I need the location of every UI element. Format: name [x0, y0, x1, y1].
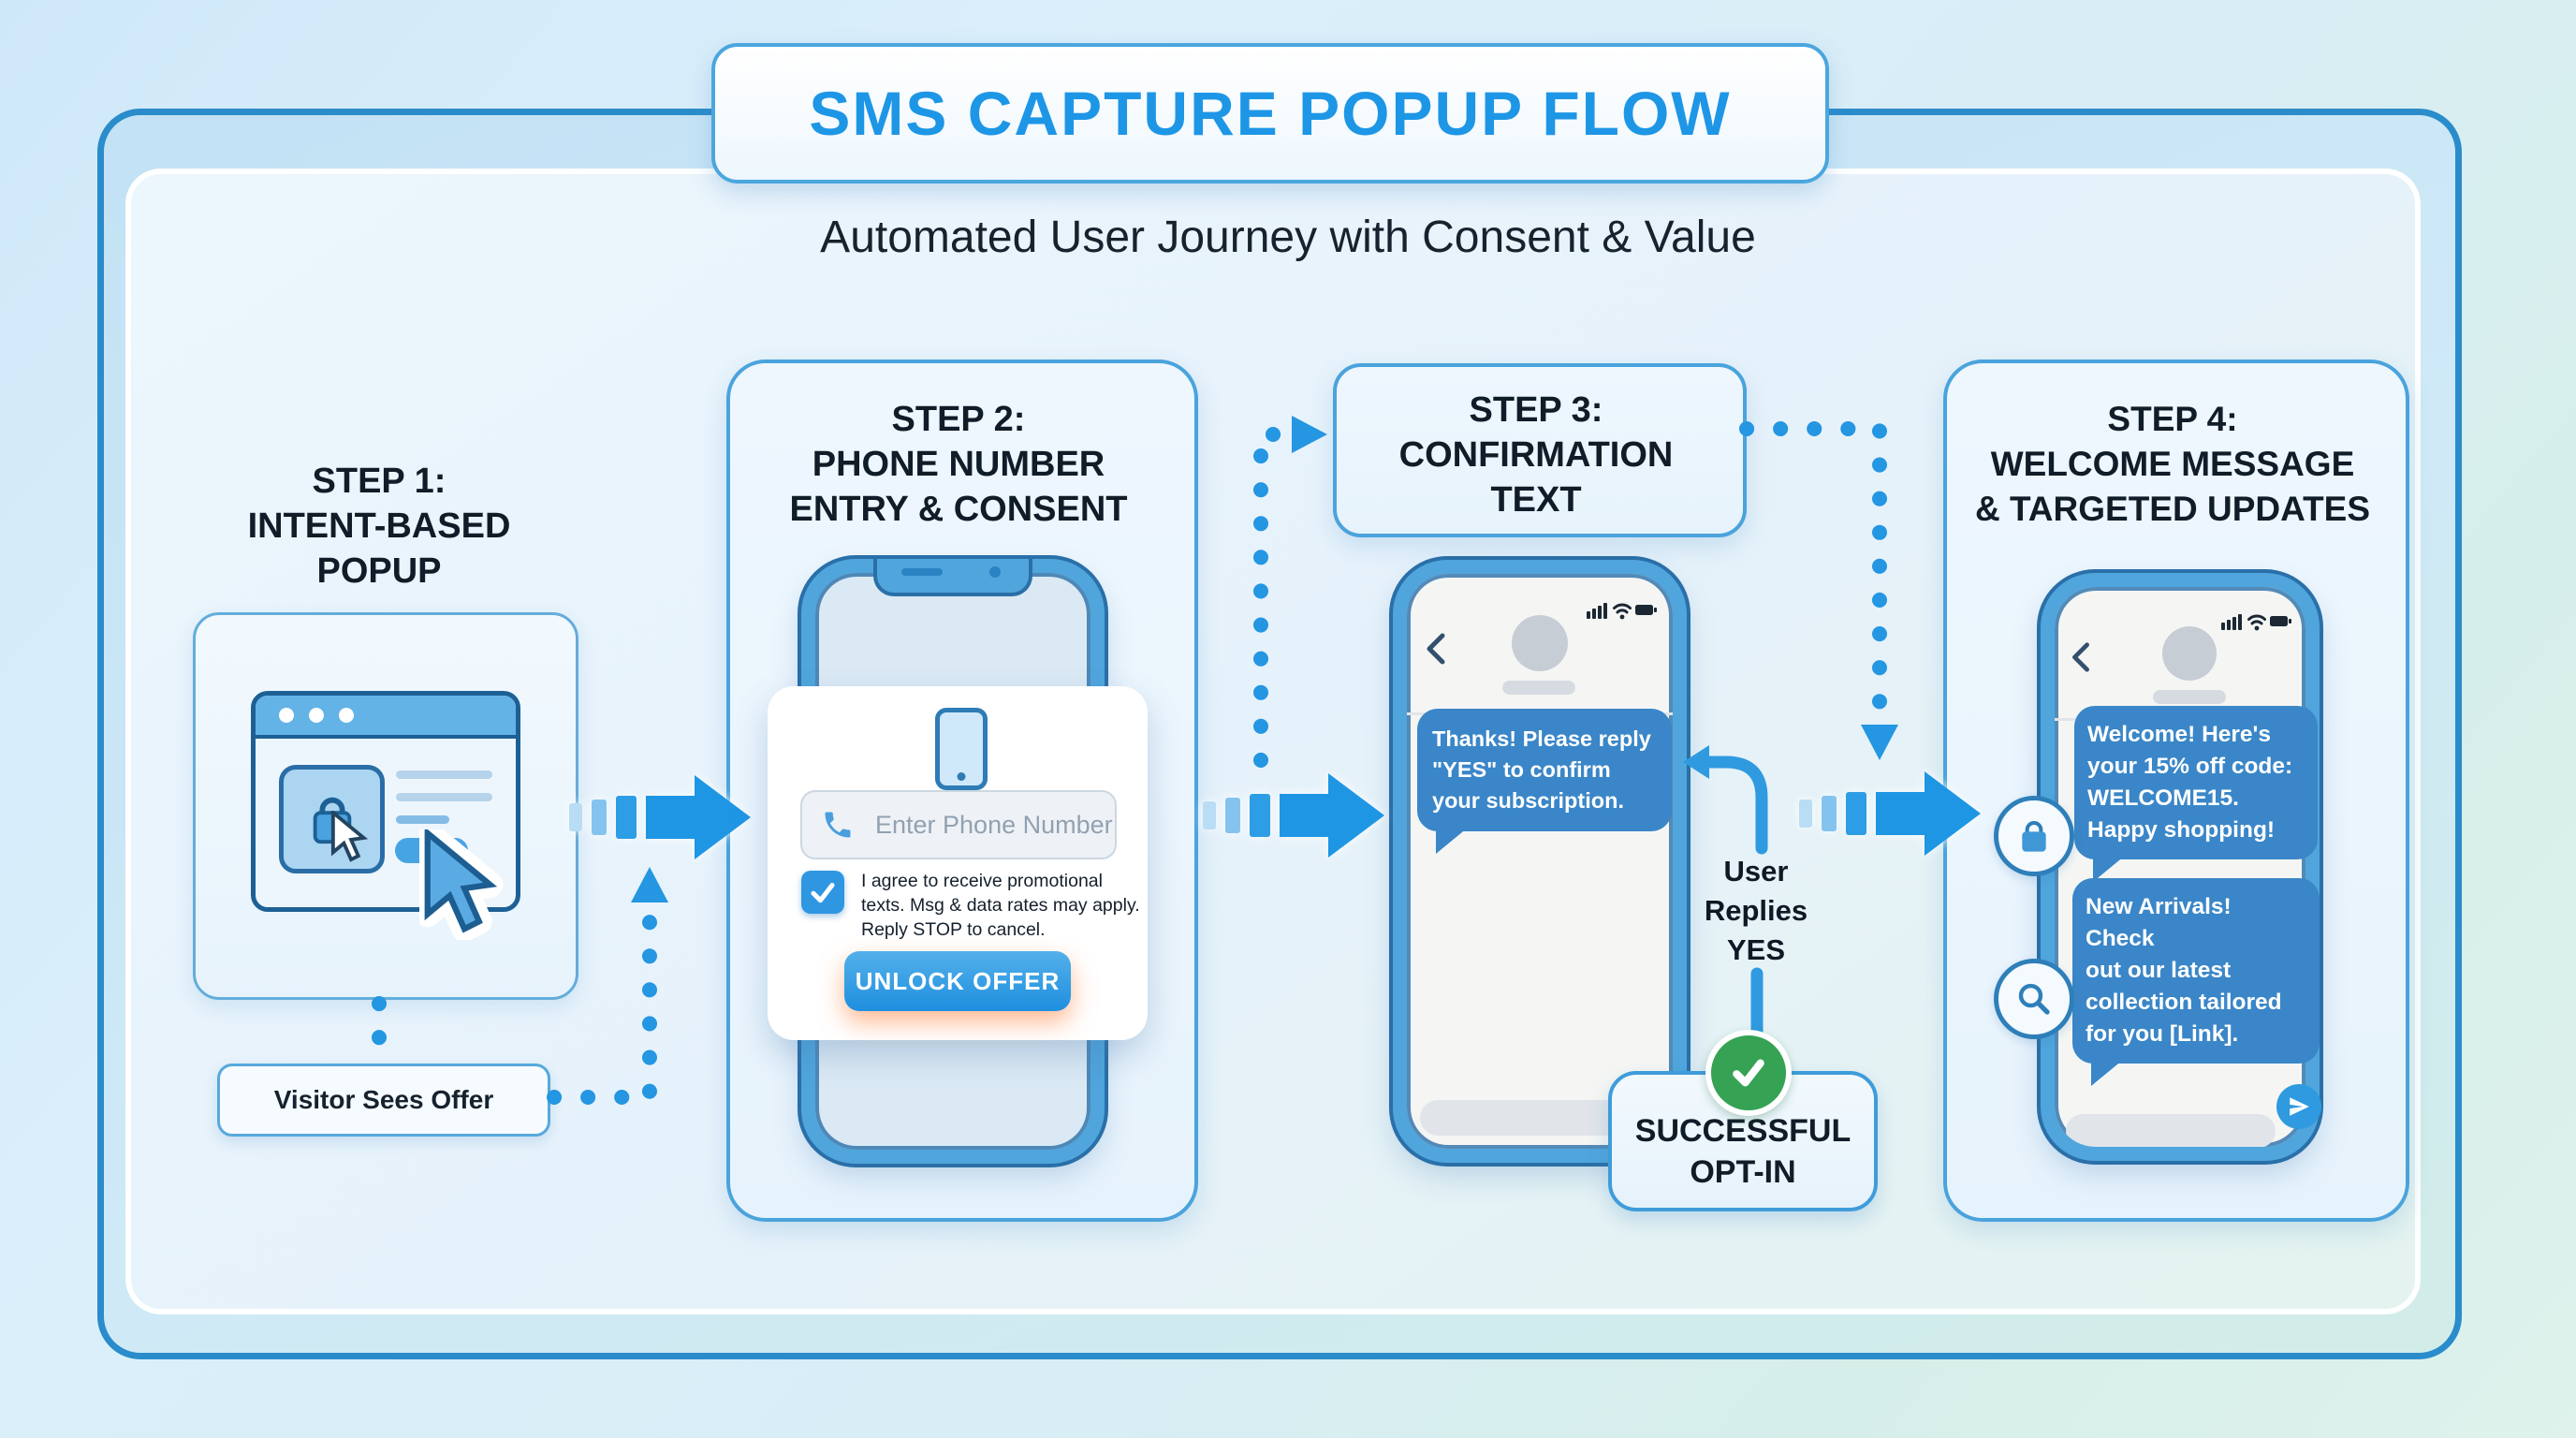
status-icons — [1587, 603, 1657, 620]
text-line — [396, 770, 492, 779]
step3-phone-screen — [1407, 574, 1673, 1149]
browser-titlebar — [256, 696, 516, 739]
flow-arrow-step2-to-step3 — [1201, 766, 1384, 865]
checkbox-check-icon — [811, 883, 835, 903]
magnifier-badge — [1994, 959, 2074, 1039]
welcome-message-bubble: Welcome! Here's your 15% off code: WELCO… — [2074, 706, 2318, 882]
title-box: SMS CAPTURE POPUP FLOW — [711, 43, 1829, 183]
check-circle-icon — [1705, 1030, 1792, 1116]
browser-dot — [279, 708, 294, 723]
phone-icon — [935, 708, 988, 790]
consent-checkbox[interactable] — [801, 871, 844, 914]
page-subtitle: Automated User Journey with Consent & Va… — [820, 213, 1756, 262]
unlock-offer-label: UNLOCK OFFER — [855, 966, 1061, 995]
message-input[interactable] — [2066, 1114, 2276, 1147]
flow-arrow-step1-to-step2 — [567, 768, 751, 867]
status-icons — [2221, 614, 2291, 631]
text-line — [396, 815, 449, 824]
phone-handset-icon — [825, 812, 851, 838]
step3-title-box — [1333, 363, 1747, 537]
step4-phone — [2041, 573, 2320, 1161]
step4-title: STEP 4: WELCOME MESSAGE & TARGETED UPDAT… — [1974, 400, 2371, 528]
shopping-bag-badge — [1994, 796, 2074, 876]
visitor-label-text: Visitor Sees Offer — [273, 1085, 494, 1114]
browser-dot — [309, 708, 324, 723]
contact-name-bar — [2153, 690, 2226, 704]
step2-title: STEP 2: PHONE NUMBER ENTRY & CONSENT — [789, 400, 1128, 529]
confirmation-message-bubble: Thanks! Please reply "YES" to confirm yo… — [1417, 709, 1672, 854]
send-button[interactable] — [2276, 1084, 2321, 1129]
text-line — [396, 793, 492, 801]
step3-title: STEP 3: CONFIRMATION TEXT — [1398, 390, 1674, 520]
message-input[interactable] — [1420, 1100, 1622, 1136]
step1-title: STEP 1: INTENT-BASED POPUP — [247, 462, 511, 591]
browser-dot — [339, 708, 354, 723]
speaker-icon — [901, 568, 943, 576]
phone-input-placeholder: Enter Phone Number — [875, 810, 1113, 839]
cursor-icon — [330, 811, 369, 862]
shopping-bag-icon — [2022, 821, 2046, 852]
back-chevron-icon[interactable] — [1424, 632, 1448, 666]
avatar — [1512, 615, 1568, 671]
page-title: SMS CAPTURE POPUP FLOW — [809, 79, 1732, 148]
paper-plane-icon — [2290, 1097, 2309, 1116]
cursor-icon — [419, 829, 504, 940]
contact-name-bar — [1502, 681, 1575, 695]
user-replies-yes-label: User Replies YES — [1704, 855, 1808, 966]
camera-icon — [989, 566, 1001, 578]
phone-input[interactable]: Enter Phone Number — [800, 790, 1117, 859]
back-chevron-icon[interactable] — [2070, 641, 2092, 673]
consent-text: I agree to receive promotional texts. Ms… — [861, 871, 1140, 940]
magnifier-icon — [2018, 983, 2050, 1015]
avatar — [2162, 626, 2217, 681]
phone-notch — [873, 559, 1032, 596]
visitor-sees-offer-label: Visitor Sees Offer — [217, 1064, 550, 1137]
flow-arrow-step3-to-step4 — [1797, 764, 1981, 863]
unlock-offer-button[interactable]: UNLOCK OFFER — [844, 951, 1071, 1011]
new-arrivals-message-bubble: New Arrivals! Check out our latest colle… — [2072, 878, 2320, 1086]
